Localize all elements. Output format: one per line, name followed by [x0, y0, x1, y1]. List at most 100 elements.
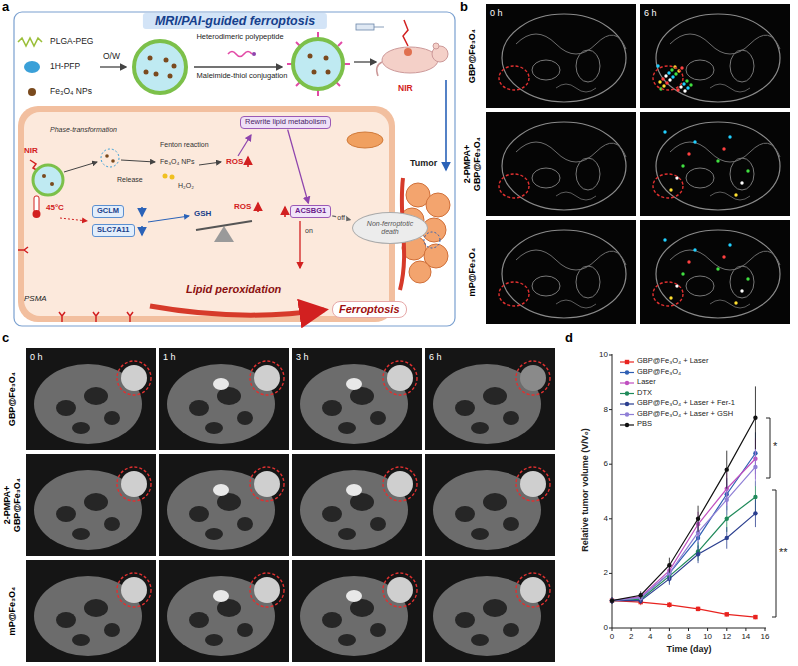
label-text: 12 — [722, 632, 731, 641]
mri-image — [72, 422, 90, 434]
gene-box: ACSBG1 — [290, 205, 331, 218]
panel-frame — [14, 12, 455, 326]
pa-signal — [664, 74, 667, 77]
label-text: Fe₃O₄ NPs — [50, 87, 92, 97]
mechanism-icons — [64, 162, 97, 172]
pa-signal — [746, 277, 749, 280]
pa-signal — [722, 147, 725, 150]
pa-image — [486, 4, 636, 108]
mri-image — [213, 590, 229, 602]
data-marker — [610, 599, 614, 603]
data-marker — [610, 599, 614, 603]
nanoparticle — [134, 41, 186, 93]
pa-image — [502, 122, 626, 210]
nanoparticle — [172, 64, 177, 69]
mechanism-icons — [18, 247, 28, 253]
label-text: ROS — [226, 157, 243, 166]
mechanism-icons — [214, 226, 234, 242]
pa-signal — [734, 301, 737, 304]
label-text: c — [2, 331, 9, 346]
mri-image — [104, 623, 120, 637]
label-text: 10 — [599, 350, 608, 359]
pa-signal — [716, 159, 719, 162]
label-text: 6 — [667, 632, 671, 641]
node-text: Rewrite lipid metabolism — [245, 118, 326, 127]
label-text: 6 — [604, 459, 608, 468]
label-text: Release — [117, 176, 143, 184]
pa-image — [556, 84, 596, 92]
mri-image — [254, 471, 280, 497]
targeted-nanoparticle — [338, 42, 342, 46]
data-line — [612, 497, 755, 601]
label-text: Relative tumor volume (V/V₀) — [580, 428, 590, 552]
label-text: a — [2, 0, 9, 15]
data-marker — [610, 599, 614, 603]
mri-image — [84, 493, 108, 511]
mechanism-icons — [150, 306, 324, 315]
tumor-outline — [499, 282, 529, 306]
synthesis-icons — [24, 61, 40, 73]
pa-image — [640, 4, 790, 108]
pa-image — [532, 168, 560, 188]
mri-image — [237, 623, 253, 637]
pa-signal — [740, 289, 743, 292]
mechanism-icons — [141, 226, 143, 235]
legend-swatch — [625, 360, 629, 364]
pa-signal — [669, 296, 672, 299]
pa-image — [670, 250, 780, 270]
mri-image — [56, 400, 76, 416]
data-marker — [725, 517, 729, 521]
pa-image — [656, 122, 780, 210]
mouse-icon — [382, 47, 438, 73]
label-text: 10 — [703, 632, 712, 641]
pa-signal — [746, 169, 749, 172]
chart-axes — [609, 354, 776, 631]
mri-image — [338, 528, 356, 540]
cell-body — [347, 132, 383, 148]
data-marker — [610, 599, 614, 603]
mri-image — [520, 365, 546, 391]
mouse-icon — [403, 20, 408, 46]
label-text: Maleimide-thiol conjugation — [197, 72, 288, 81]
label-text: 6 h — [429, 352, 442, 362]
node-text: ACSBG1 — [295, 207, 326, 216]
mechanism-icons — [170, 175, 175, 180]
cell-body — [18, 106, 395, 322]
label-text: GBP@Fe₃O₄ — [7, 349, 17, 449]
mechanism-icons — [18, 135, 324, 322]
conjugation-arrow — [194, 52, 282, 68]
data-marker — [725, 497, 729, 501]
mri-image — [387, 471, 413, 497]
title-band: MRI/PAI-guided ferroptosis — [143, 13, 327, 29]
mechanism-icons — [33, 165, 63, 195]
pa-signal — [685, 79, 688, 82]
mri-image — [205, 422, 223, 434]
pa-image — [686, 60, 714, 80]
mri-image — [26, 560, 156, 662]
mri-image — [254, 365, 280, 391]
label-text: 8 — [686, 632, 690, 641]
label-text: b — [460, 0, 468, 15]
tumor-outline — [383, 573, 417, 607]
label-text: 6 h — [644, 8, 657, 18]
pa-image — [516, 142, 626, 162]
mri-image — [213, 484, 229, 496]
mouse-icon — [356, 24, 374, 30]
data-marker — [610, 599, 614, 603]
tumor-outline — [653, 282, 683, 306]
mri-image — [159, 560, 289, 662]
data-marker — [696, 517, 700, 521]
mechanism-icons — [163, 174, 168, 179]
mechanism-icons — [42, 174, 46, 178]
mri-image — [189, 506, 209, 522]
tumor-outline — [499, 66, 529, 90]
legend-swatch — [620, 412, 634, 416]
mri-image — [104, 517, 120, 531]
legend-text: PBS — [637, 420, 652, 429]
legend-swatch — [625, 370, 629, 374]
panel-frame — [14, 12, 455, 326]
pa-image — [486, 112, 636, 216]
mri-image — [213, 378, 229, 390]
chart-axes — [772, 490, 776, 617]
